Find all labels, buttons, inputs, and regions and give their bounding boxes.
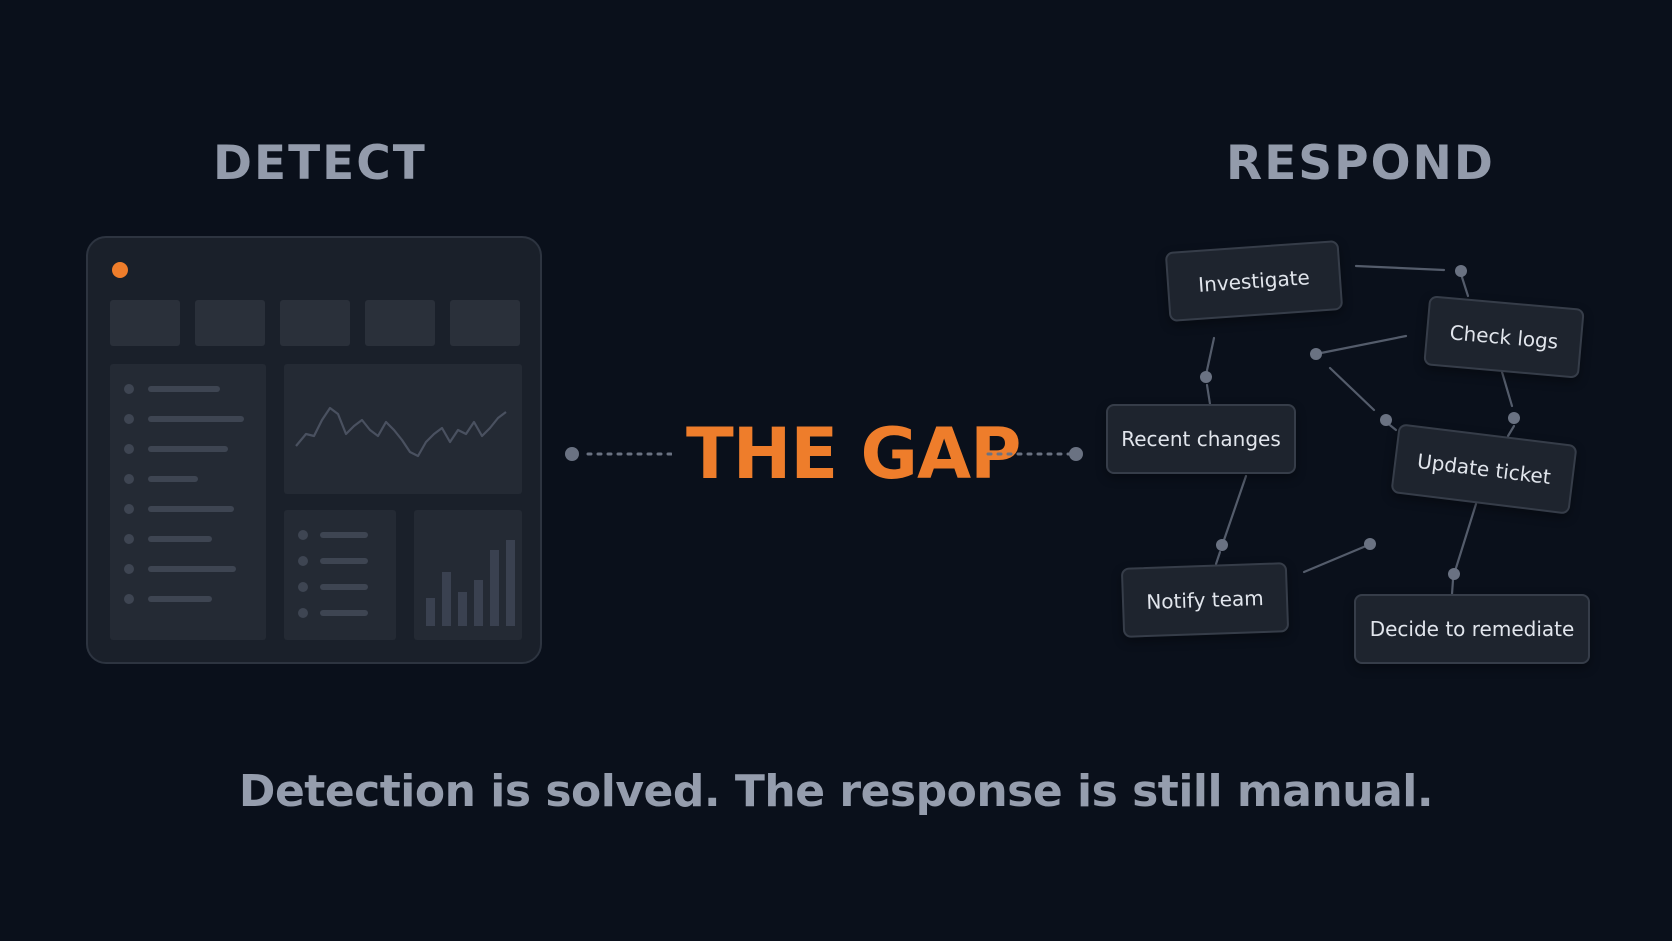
dashboard-mini-list — [284, 510, 396, 640]
dashboard-tile — [280, 300, 350, 346]
caption: Detection is solved. The response is sti… — [238, 766, 1434, 817]
dashboard-tile — [195, 300, 265, 346]
step-notify-team: Notify team — [1120, 562, 1290, 638]
detect-heading: DETECT — [213, 136, 427, 191]
status-dot — [112, 262, 128, 278]
step-investigate: Investigate — [1164, 240, 1344, 322]
dashboard-tile — [450, 300, 520, 346]
step-check-logs: Check logs — [1423, 295, 1585, 379]
respond-heading: RESPOND — [1226, 136, 1495, 191]
step-decide-to-remediate: Decide to remediate — [1354, 594, 1590, 664]
dashboard-bar-chart — [414, 510, 522, 640]
dashboard-tile — [110, 300, 180, 346]
gap-label: THE GAP — [686, 413, 1021, 495]
gap-connector-right — [986, 447, 1083, 461]
dashboard-list-panel — [110, 364, 266, 640]
dashboard-tile — [365, 300, 435, 346]
gap-connector-left — [565, 447, 672, 461]
dashboard-illustration — [86, 236, 542, 664]
dashboard-line-chart — [284, 364, 522, 494]
step-recent-changes: Recent changes — [1106, 404, 1296, 474]
